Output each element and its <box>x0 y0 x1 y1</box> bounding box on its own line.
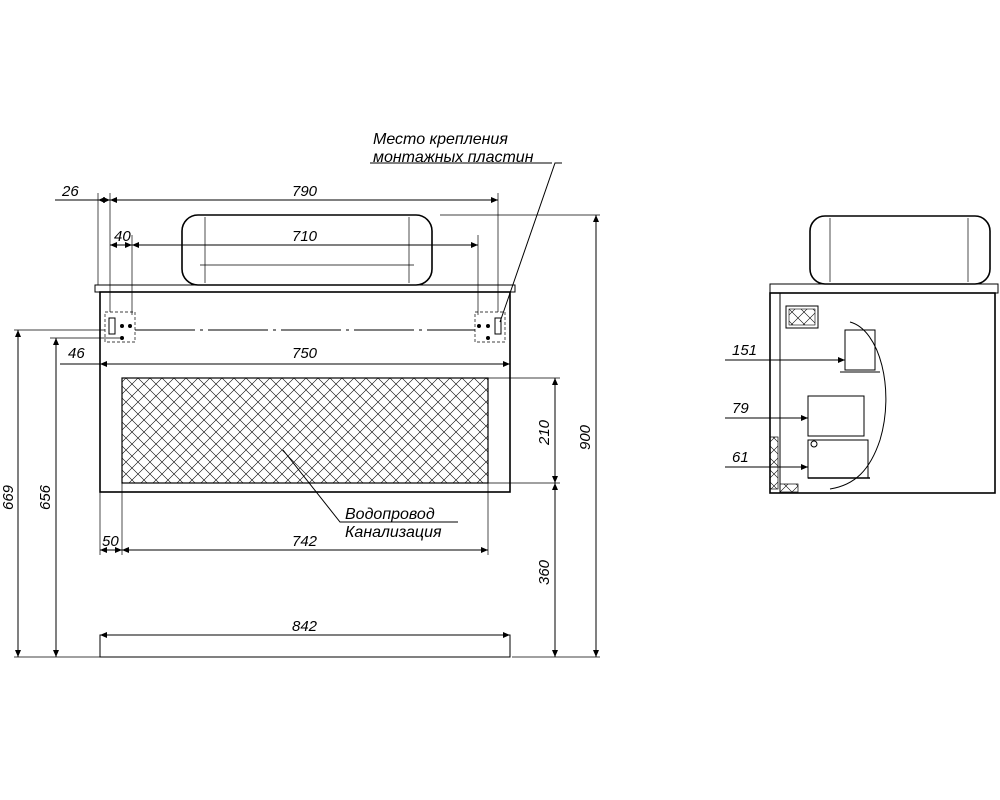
leader-plumbing <box>282 449 458 523</box>
side-drawer-middle <box>807 395 865 437</box>
side-mount-bracket <box>785 305 819 329</box>
floor-reference <box>99 634 511 658</box>
dim-46: 46 <box>68 345 85 362</box>
dim-669: 669 <box>0 484 17 510</box>
dim-710: 710 <box>292 228 318 245</box>
dim-842: 842 <box>292 618 318 635</box>
mounting-plate-left <box>104 311 136 343</box>
note-mounting-line2: монтажных пластин <box>373 149 534 166</box>
side-view: 151 79 61 <box>725 215 999 494</box>
side-wall-hatch <box>769 436 779 490</box>
mounting-plate-right <box>474 311 506 343</box>
side-basin <box>809 215 991 285</box>
front-countertop <box>94 284 516 293</box>
dim-360: 360 <box>536 559 553 585</box>
dim-151: 151 <box>732 342 757 359</box>
dim-790: 790 <box>292 183 318 200</box>
dim-656: 656 <box>37 484 54 510</box>
note-water-line2: Канализация <box>345 524 442 541</box>
dim-40: 40 <box>114 228 131 245</box>
dim-742: 742 <box>292 533 318 550</box>
front-basin <box>181 214 433 286</box>
front-view: 26 790 40 710 46 750 210 360 900 <box>0 131 600 658</box>
note-mounting-line1: Место крепления <box>373 131 508 148</box>
plumbing-zone-hatch <box>121 377 489 484</box>
dim-210: 210 <box>536 419 553 446</box>
leader-mounting <box>499 162 562 323</box>
dim-750: 750 <box>292 345 318 362</box>
side-countertop <box>769 283 999 294</box>
siphon-curve <box>829 321 887 490</box>
dim-79: 79 <box>732 400 749 417</box>
dim-61: 61 <box>732 449 749 466</box>
dim-900: 900 <box>577 424 594 450</box>
dim-50: 50 <box>102 533 119 550</box>
note-water-line1: Водопровод <box>345 506 435 523</box>
side-drawer-upper <box>844 329 876 371</box>
side-cabinet <box>769 292 996 494</box>
dim-26: 26 <box>61 183 79 200</box>
